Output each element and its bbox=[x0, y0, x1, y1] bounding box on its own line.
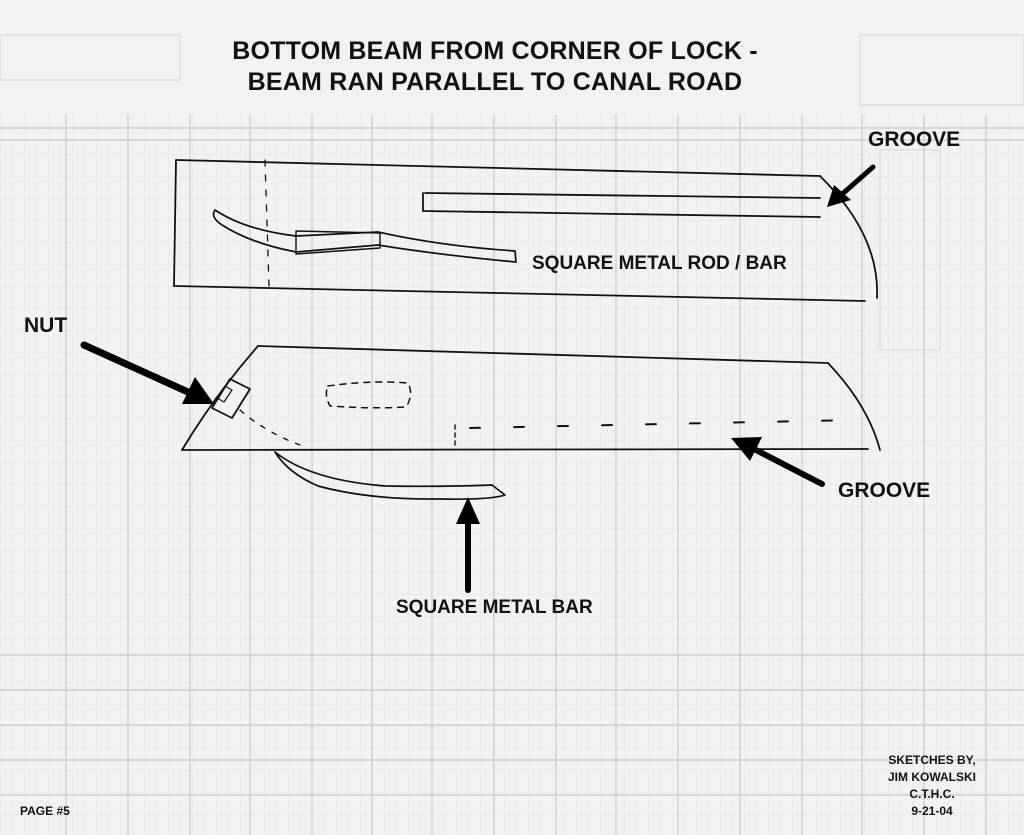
credits-line-4: 9-21-04 bbox=[911, 804, 953, 818]
arrow-groove-bottom bbox=[731, 437, 825, 487]
nut-label: NUT bbox=[24, 314, 68, 337]
top-beam bbox=[173, 159, 878, 302]
arrow-square-metal-bar bbox=[456, 497, 480, 593]
square-metal-rod-bar-label: SQUARE METAL ROD / BAR bbox=[532, 253, 787, 274]
square-metal-bar-label: SQUARE METAL BAR bbox=[396, 597, 593, 618]
groove-bottom-label: GROOVE bbox=[838, 479, 931, 502]
groove-top-label: GROOVE bbox=[868, 128, 961, 151]
title-line-2: BEAM RAN PARALLEL TO CANAL ROAD bbox=[247, 68, 743, 96]
coding-form-background bbox=[0, 34, 1024, 835]
bottom-metal-bar bbox=[274, 451, 506, 500]
credits-line-2: JIM KOWALSKI bbox=[887, 770, 976, 784]
arrow-groove-top bbox=[827, 164, 876, 207]
title-line-1: BOTTOM BEAM FROM CORNER OF LOCK - bbox=[232, 37, 758, 65]
sketch-title: BOTTOM BEAM FROM CORNER OF LOCK - BEAM R… bbox=[130, 36, 860, 98]
arrow-nut bbox=[80, 341, 214, 404]
page-number: PAGE #5 bbox=[20, 804, 70, 818]
top-metal-rod bbox=[212, 209, 517, 263]
credits-line-1: SKETCHES BY, bbox=[888, 753, 976, 767]
nut-shape bbox=[211, 378, 251, 419]
credits-line-3: C.T.H.C. bbox=[909, 787, 955, 801]
sketch-credits: SKETCHES BY, JIM KOWALSKI C.T.H.C. 9-21-… bbox=[852, 752, 1012, 820]
